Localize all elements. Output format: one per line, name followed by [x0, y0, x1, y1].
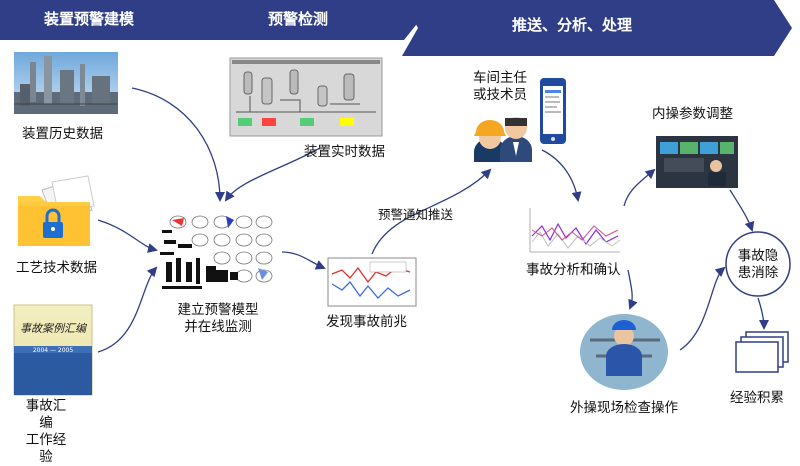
- flow-arrows: [97, 87, 769, 353]
- diagram-canvas: 事故案例汇编 2004 — 2005: [0, 0, 792, 396]
- arrow-book-to-model: [97, 266, 158, 353]
- label-accident-compile: 事故汇编 工作经验: [25, 398, 67, 465]
- label-supervisor: 车间主任 或技术员: [473, 70, 527, 103]
- arrow-realtime-to-model: [224, 147, 321, 202]
- book-cover-years: 2004 — 2005: [33, 347, 74, 354]
- field-worker-photo: [580, 314, 668, 390]
- scada-screenshot: [229, 57, 383, 137]
- header-chevrons: [0, 0, 792, 56]
- document-stack-icon: [735, 331, 789, 373]
- label-experience: 经验积累: [730, 390, 784, 406]
- book-cover-title: 事故案例汇编: [20, 322, 88, 335]
- precursor-chart: [327, 257, 417, 307]
- arrow-outer-to-eliminate: [679, 266, 726, 351]
- arrow-analysis-to-inner: [623, 168, 656, 207]
- arrow-eliminate-to-experience: [757, 297, 769, 330]
- label-device-history: 装置历史数据: [22, 126, 103, 142]
- label-process-tech: 工艺技术数据: [16, 260, 97, 276]
- arrow-inner-to-eliminate: [729, 189, 755, 232]
- label-analysis-confirm: 事故分析和确认: [526, 262, 621, 278]
- label-inner-adjust: 内操参数调整: [652, 106, 733, 122]
- arrow-analysis-to-outer: [627, 269, 638, 310]
- label-find-precursor: 发现事故前兆: [326, 314, 407, 330]
- control-room-photo: [656, 136, 738, 188]
- chevron-stage-2: [178, 0, 420, 40]
- label-outer-check: 外操现场检查操作: [570, 400, 678, 416]
- label-eliminate: 事故隐 患消除: [737, 248, 779, 281]
- accident-book-icon: 事故案例汇编 2004 — 2005: [13, 304, 93, 396]
- chevron-stage-3: [402, 0, 792, 56]
- stage-label-detection: 预警检测: [268, 10, 329, 28]
- arrow-precursor-to-supervisor: [371, 168, 492, 255]
- model-grid: [160, 212, 275, 300]
- arrow-supervisor-to-analysis: [541, 149, 582, 202]
- stage-label-modeling: 装置预警建模: [44, 10, 135, 28]
- supervisor-avatar: [474, 117, 532, 162]
- locked-folder-icon: [18, 175, 95, 246]
- arrow-tech-to-model: [97, 219, 158, 253]
- analysis-chart: [528, 208, 624, 256]
- arrow-model-to-precursor: [281, 251, 326, 270]
- factory-photo: [14, 52, 118, 114]
- label-notify-push: 预警通知推送: [378, 207, 454, 222]
- eliminate-circle: [725, 231, 791, 297]
- arrow-history-to-model: [131, 87, 225, 202]
- stage-label-push-analyze-handle: 推送、分析、处理: [512, 16, 633, 34]
- label-build-model: 建立预警模型 并在线监测: [177, 302, 259, 335]
- phone-icon: [540, 78, 566, 144]
- chevron-stage-1: [0, 0, 196, 40]
- label-realtime-data: 装置实时数据: [304, 144, 385, 160]
